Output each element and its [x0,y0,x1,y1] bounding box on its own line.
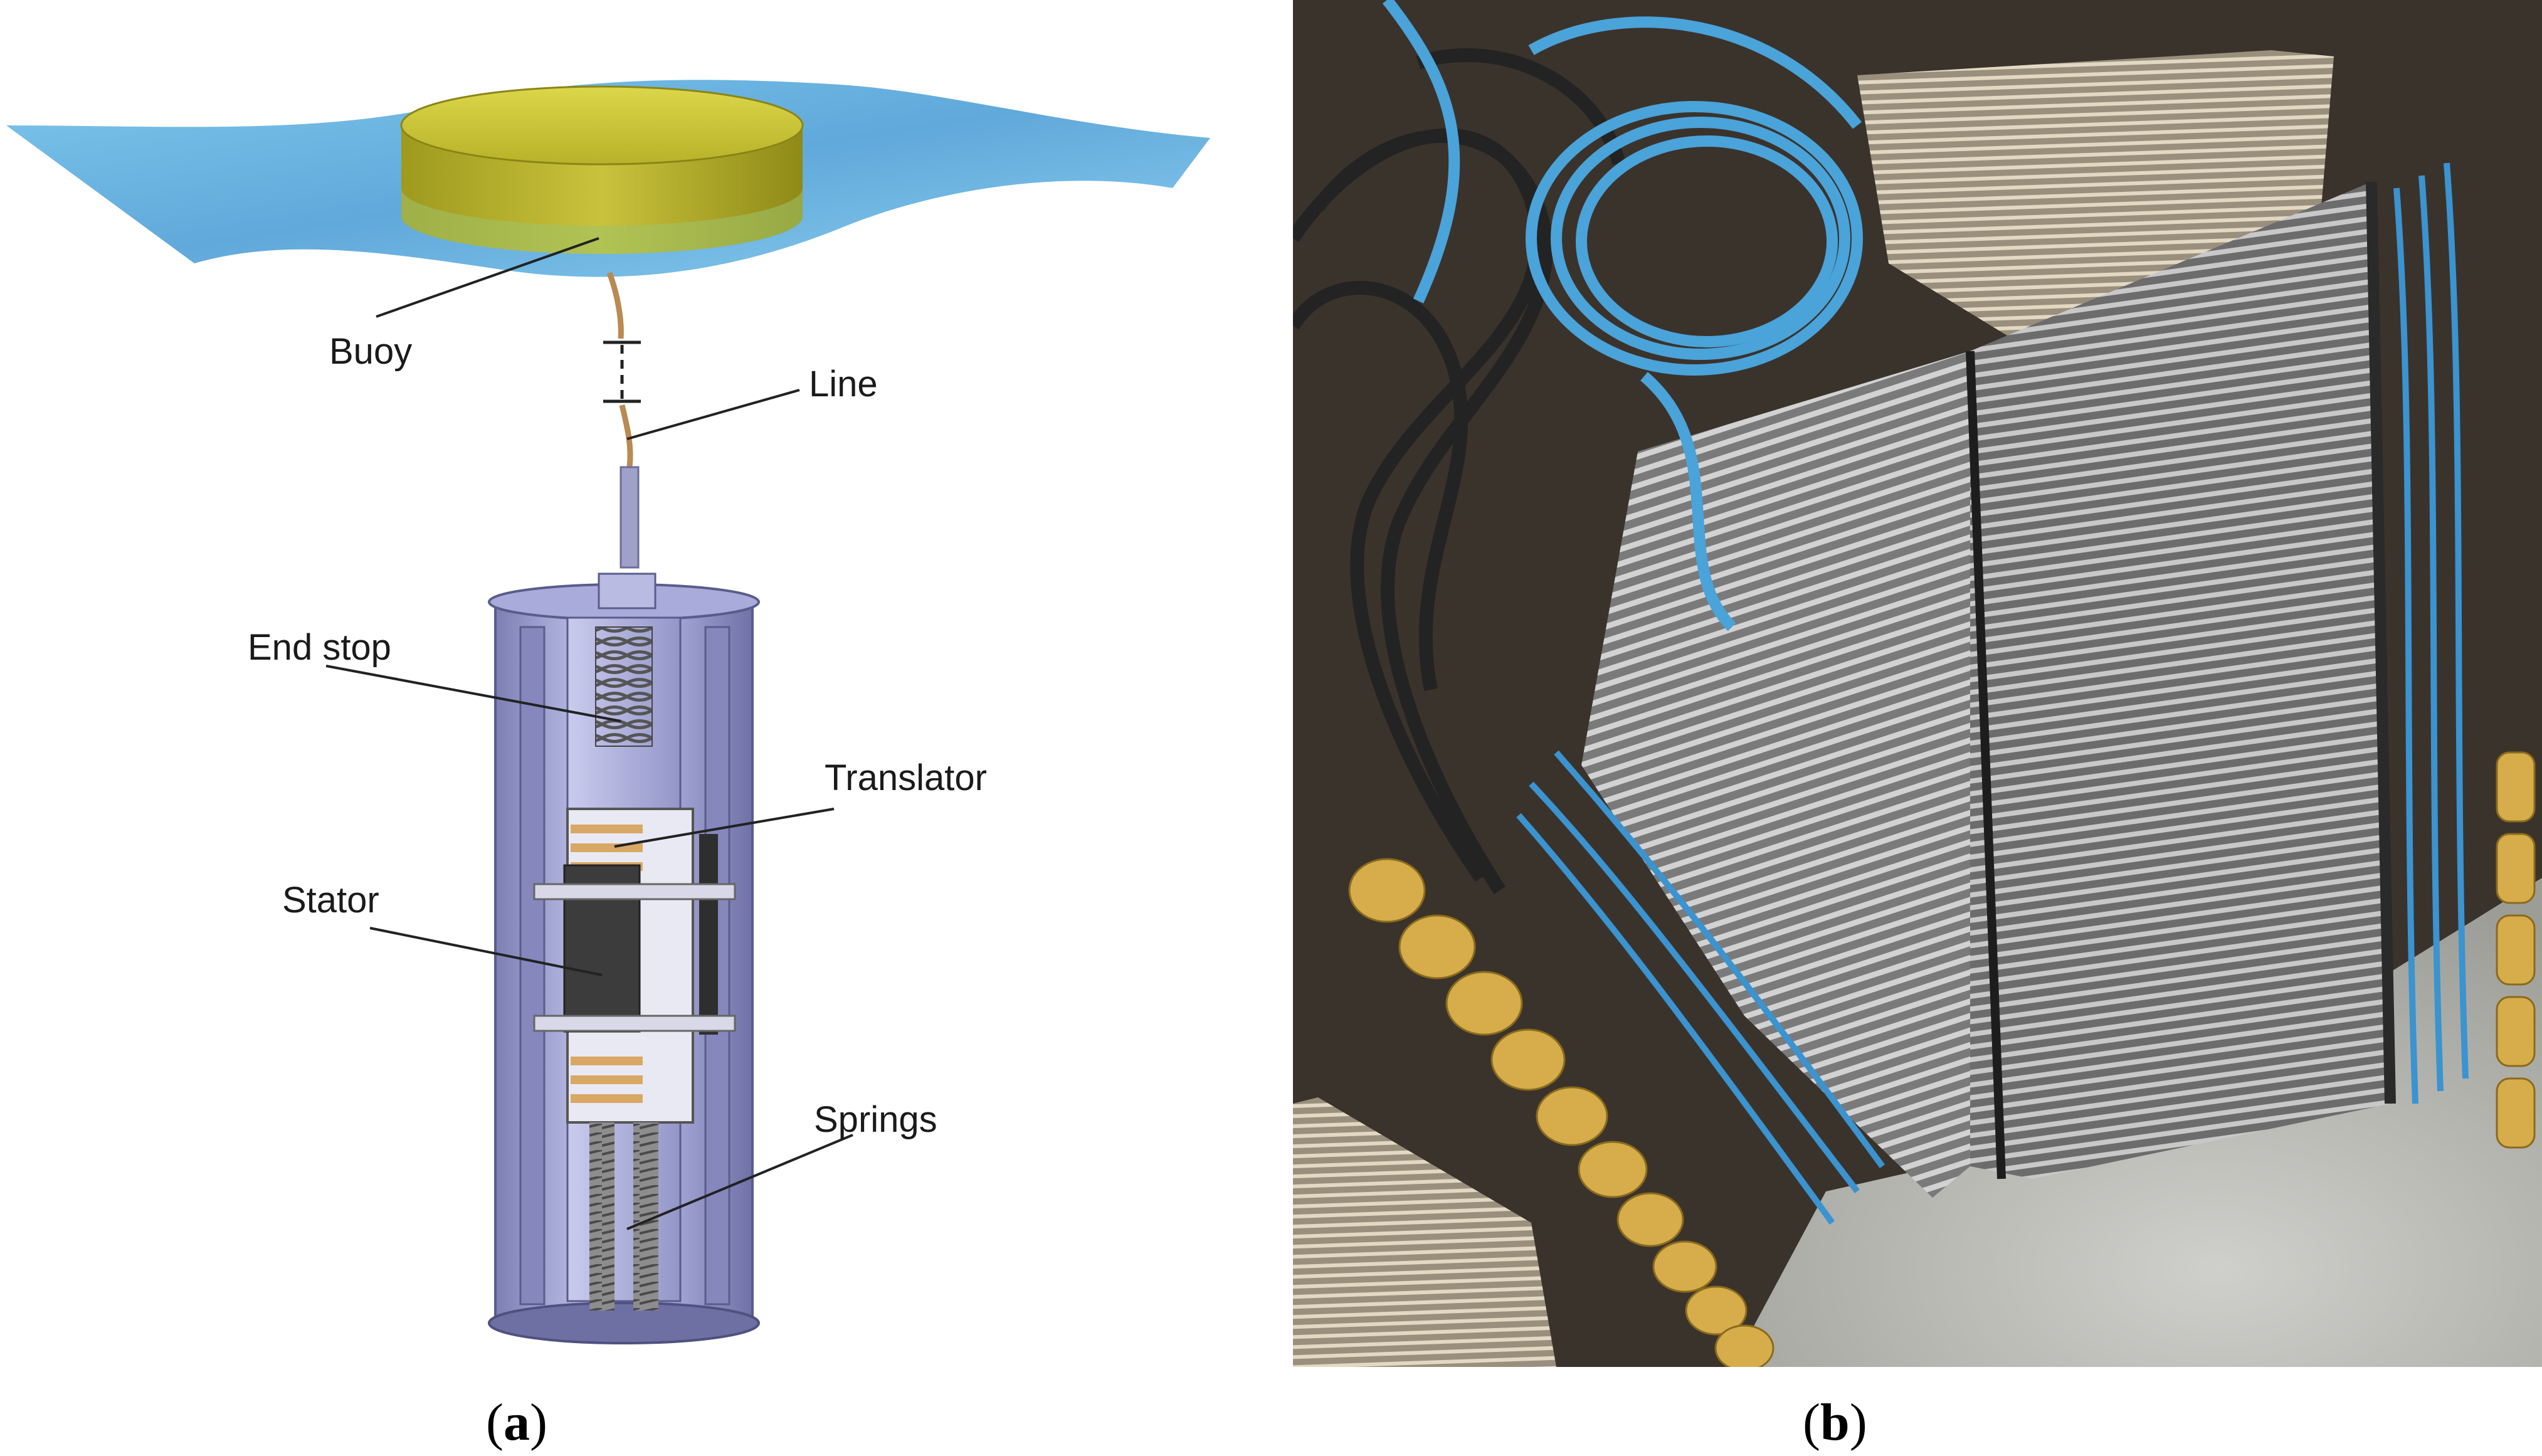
stator-lamination-right [1970,182,2390,1179]
leader-translator [614,808,835,848]
piston-rod [620,466,640,569]
label-translator: Translator [825,757,987,798]
leader-end-stop [325,665,621,722]
end-stop-spring [595,626,653,747]
buoy-shape [400,85,804,254]
wave-energy-converter-diagram: Buoy Line End stop Translator Stator Spr… [6,80,1210,1344]
label-line: Line [809,364,878,404]
leader-line [626,389,800,440]
clamp-band-upper [533,883,736,900]
label-buoy: Buoy [329,331,412,372]
panel-label-a: (a) [486,1393,547,1452]
clamp-band-lower [533,1015,736,1032]
winding-cables-left [1516,750,1885,1225]
stator-photograph [1293,0,2542,1367]
leader-buoy [376,237,599,318]
stator-edge [1966,351,2006,1179]
winding-cables-right [2393,162,2469,1104]
label-springs: Springs [814,1099,937,1140]
yellow-blocks-right [2496,751,2536,1149]
lower-spring-left [589,1122,614,1311]
leader-stator [369,927,603,976]
yellow-blocks-row [1348,858,1775,1367]
stator-segment-far [1857,50,2334,351]
leader-springs [626,1134,853,1230]
line-break-symbol [603,340,641,403]
blue-cable-coil [1382,0,1863,631]
line-rope [606,272,624,339]
panel-label-b: (b) [1803,1393,1867,1452]
stator-lamination-left [1581,351,1970,1198]
label-stator: Stator [282,880,379,921]
label-end-stop: End stop [248,627,391,668]
stator-lamination-lower [1293,1097,1556,1367]
